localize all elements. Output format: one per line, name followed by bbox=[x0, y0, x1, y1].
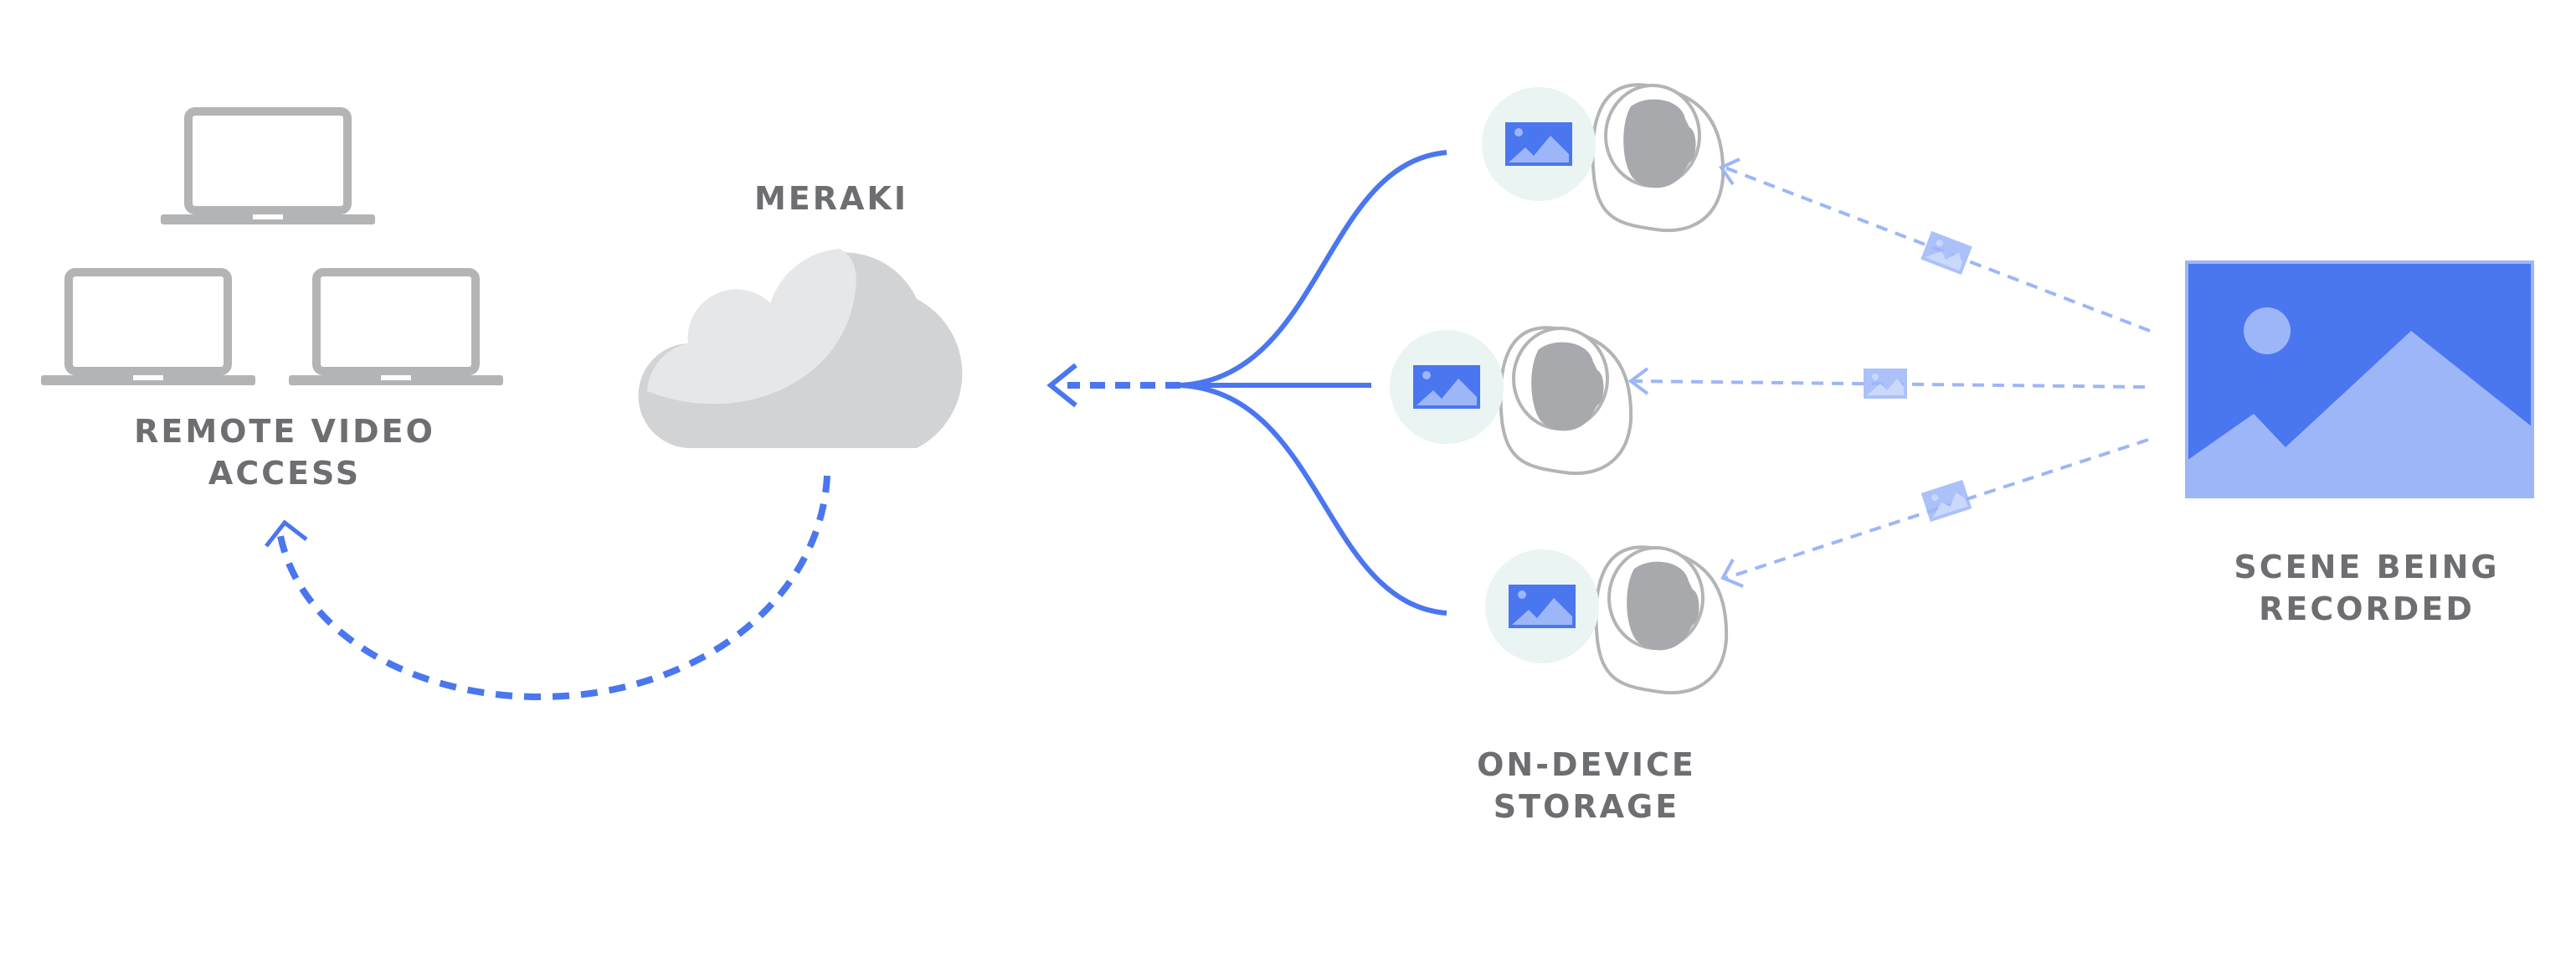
on-device-storage-label: ON-DEVICE STORAGE bbox=[1436, 744, 1737, 828]
laptop-icon-top bbox=[161, 111, 375, 224]
scene-label-line1: SCENE BEING bbox=[2234, 549, 2500, 585]
remote-label-line2: ACCESS bbox=[208, 455, 362, 492]
arrowhead-icon bbox=[1718, 157, 1740, 186]
scene-label-line2: RECORDED bbox=[2259, 590, 2475, 627]
image-packet-icon bbox=[1920, 479, 1972, 523]
arrowhead-icon bbox=[1627, 367, 1649, 395]
laptop-icon-right bbox=[289, 272, 503, 385]
landscape-image-icon bbox=[2185, 260, 2534, 498]
camera-bottom-upload-line bbox=[1180, 383, 1447, 616]
scene-to-camera-middle-line bbox=[1633, 379, 2146, 389]
cloud-label: MERAKI bbox=[753, 180, 909, 217]
scene-being-recorded-label: SCENE BEING RECORDED bbox=[2195, 546, 2538, 630]
storage-label-line1: ON-DEVICE bbox=[1477, 746, 1696, 783]
arrowhead-icon bbox=[1720, 559, 1744, 588]
remote-video-access-label: REMOTE VIDEO ACCESS bbox=[96, 410, 473, 494]
camera-top-upload-line bbox=[1180, 150, 1447, 388]
image-packet-icon bbox=[1864, 369, 1907, 399]
remote-label-line1: REMOTE VIDEO bbox=[134, 413, 435, 450]
cloud-icon bbox=[638, 249, 963, 449]
storage-label-line2: STORAGE bbox=[1493, 788, 1680, 825]
security-camera-icon-bottom bbox=[1483, 545, 1729, 695]
arrowhead-icon bbox=[265, 519, 308, 548]
image-packet-icon bbox=[1920, 230, 1972, 276]
security-camera-icon-top bbox=[1480, 83, 1725, 233]
security-camera-icon-middle bbox=[1388, 326, 1633, 476]
arrowhead-icon bbox=[1046, 363, 1077, 408]
cloud-to-laptops-arrow bbox=[277, 475, 830, 701]
meraki-label: MERAKI bbox=[706, 178, 957, 219]
laptop-icon-left bbox=[41, 272, 255, 385]
